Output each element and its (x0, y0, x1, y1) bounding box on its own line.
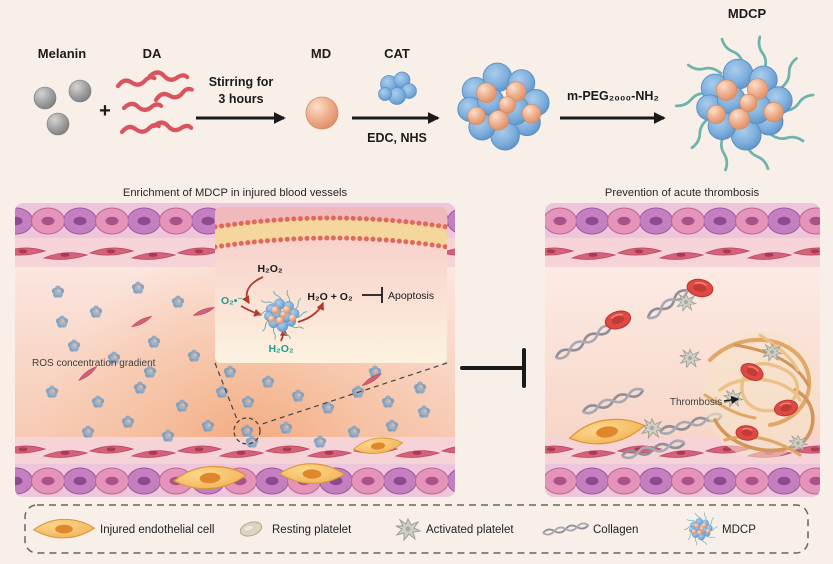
da-label: DA (143, 46, 162, 61)
right-panel: Thrombosis (545, 203, 820, 497)
thrombosis-label: Thrombosis (670, 397, 722, 408)
left-panel: ROS concentration gradient H₂O₂ O₂•⁻ H₂O… (15, 203, 455, 497)
thrombosis-pointer-arrow (723, 396, 740, 404)
endothelium-top (545, 203, 820, 238)
mechanism-inset: H₂O₂ O₂•⁻ H₂O + O₂ H₂O₂ Apoptosis (215, 207, 447, 363)
superoxide-label: O₂•⁻ (221, 295, 243, 307)
ros-gradient-label: ROS concentration gradient (32, 358, 156, 369)
zoom-connector-line (214, 362, 239, 423)
legend-label-activated-platelet: Activated platelet (426, 524, 514, 536)
inhibition-connector (460, 348, 526, 388)
lipid-heads-inner (215, 235, 447, 250)
cat-label: CAT (384, 46, 410, 61)
legend-label-mdcp: MDCP (722, 524, 756, 536)
legend-label-collagen: Collagen (593, 524, 638, 536)
legend-label-injured-cell: Injured endothelial cell (100, 524, 214, 536)
h2o2-bottom-label: H₂O₂ (268, 343, 293, 355)
legend-label-resting-platelet: Resting platelet (272, 524, 352, 536)
mdcp-label: MDCP (728, 6, 767, 21)
left-panel-title: Enrichment of MDCP in injured blood vess… (123, 187, 348, 199)
peg-text: m-PEG₂₀₀₀-NH₂ (567, 89, 659, 103)
h2o2-top-label: H₂O₂ (257, 263, 282, 275)
legend: Injured endothelial cell Resting platele… (24, 504, 809, 554)
zoom-connector-line (258, 362, 448, 426)
melanin-spheres (33, 79, 92, 136)
apoptosis-label: Apoptosis (388, 290, 434, 302)
plus-sign: + (99, 100, 111, 122)
lipid-heads-outer (215, 215, 447, 230)
apoptosis-inhibition-symbol (362, 287, 383, 303)
melanin-label: Melanin (38, 46, 86, 61)
endothelium-bottom (545, 464, 820, 497)
md-label: MD (311, 46, 331, 61)
right-panel-title: Prevention of acute thrombosis (605, 187, 760, 199)
step2-text: EDC, NHS (367, 131, 427, 145)
smooth-muscle-top (545, 238, 820, 267)
thrombus (703, 331, 820, 459)
md-sphere (305, 96, 339, 130)
synthesis-scheme: Melanin + DA Stirring for 3 hours MD CAT… (33, 6, 813, 170)
legend-box (24, 504, 809, 554)
zoom-source-circle (233, 417, 261, 445)
step1-text-line2: 3 hours (218, 92, 263, 106)
products-label: H₂O + O₂ (307, 291, 353, 303)
step1-text-line1: Stirring for (209, 75, 274, 89)
